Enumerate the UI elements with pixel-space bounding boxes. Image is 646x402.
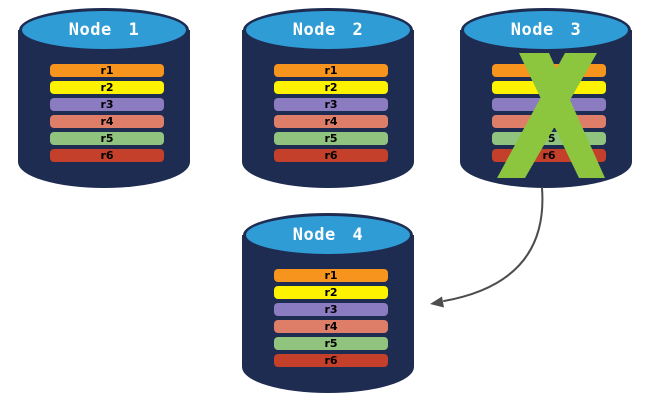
node-2-title: Node 2 xyxy=(292,20,364,40)
node-4-row-r6: r6 xyxy=(274,354,388,367)
node-2-row-r3: r3 xyxy=(274,98,388,111)
node-1-cylinder: Node 1 r1 r2 r3 r4 r5 r6 xyxy=(18,8,190,188)
node-1-row-r1: r1 xyxy=(50,64,164,77)
node-3-cylinder: Node 3 r1 r2 r3 r4 r5 r6 xyxy=(460,8,632,188)
node-4-cylinder: Node 4 r1 r2 r3 r4 r5 r6 xyxy=(242,213,414,393)
node-4-title: Node 4 xyxy=(292,225,364,245)
node-1-cylinder-top: Node 1 xyxy=(19,8,189,52)
node-3-cylinder-top: Node 3 xyxy=(461,8,631,52)
node-2-cylinder: Node 2 r1 r2 r3 r4 r5 r6 xyxy=(242,8,414,188)
node-2-row-r5: r5 xyxy=(274,132,388,145)
node-4-row-r4: r4 xyxy=(274,320,388,333)
node-4-row-r5: r5 xyxy=(274,337,388,350)
arrow-head xyxy=(430,296,444,308)
node-2-cylinder-top: Node 2 xyxy=(243,8,413,52)
x-bar-down-right xyxy=(519,53,605,178)
node-4-row-r2: r2 xyxy=(274,286,388,299)
node-2-row-r6: r6 xyxy=(274,149,388,162)
node-4-row-r3: r3 xyxy=(274,303,388,316)
x-bar-down-left xyxy=(497,53,597,178)
node-1-row-r3: r3 xyxy=(50,98,164,111)
node-1-row-list: r1 r2 r3 r4 r5 r6 xyxy=(50,64,164,166)
node-2-row-list: r1 r2 r3 r4 r5 r6 xyxy=(274,64,388,166)
node-3-title: Node 3 xyxy=(510,20,582,40)
node-2-row-r2: r2 xyxy=(274,81,388,94)
node-4-cylinder-top: Node 4 xyxy=(243,213,413,257)
node-2-row-r1: r1 xyxy=(274,64,388,77)
node-1-row-r5: r5 xyxy=(50,132,164,145)
failure-x-icon xyxy=(497,53,605,178)
arrow-curve xyxy=(443,187,544,302)
node-4-row-r1: r1 xyxy=(274,269,388,282)
node-1-row-r2: r2 xyxy=(50,81,164,94)
node-1-title: Node 1 xyxy=(68,20,140,40)
node-1-row-r4: r4 xyxy=(50,115,164,128)
node-1-row-r6: r6 xyxy=(50,149,164,162)
node-4-row-list: r1 r2 r3 r4 r5 r6 xyxy=(274,269,388,371)
node-2-row-r4: r4 xyxy=(274,115,388,128)
